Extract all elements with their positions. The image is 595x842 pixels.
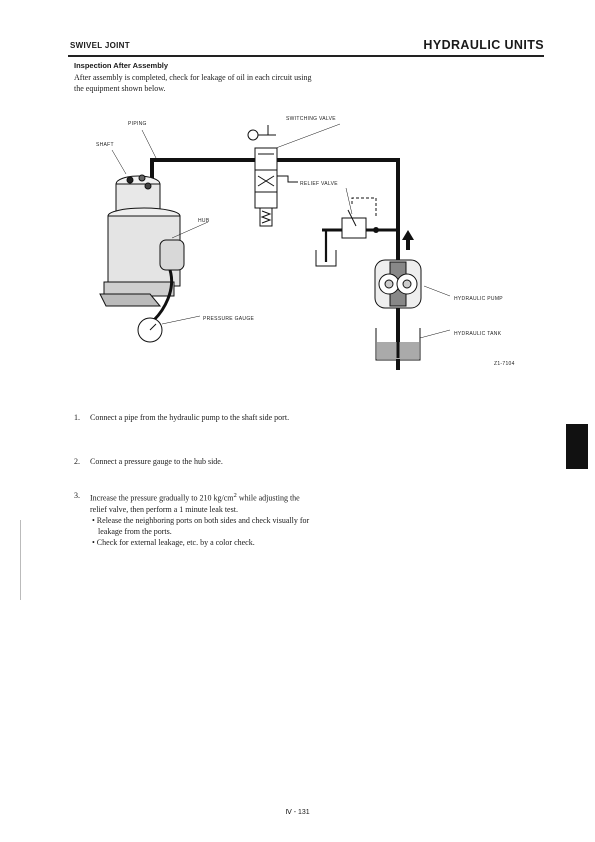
step-body: Increase the pressure gradually to 210 k… <box>90 490 312 548</box>
label-hydraulic-pump: HYDRAULIC PUMP <box>454 296 503 302</box>
hydraulic-tank <box>375 308 421 361</box>
flow-arrow-icon <box>402 230 414 250</box>
step-text-end: while adjusting the relief valve, then p… <box>90 493 300 514</box>
bullet-item: • Check for external leakage, etc. by a … <box>92 537 255 547</box>
label-pressure-gauge: PRESSURE GAUGE <box>203 316 255 322</box>
label-shaft: SHAFT <box>96 142 114 148</box>
leader-lines <box>111 123 451 339</box>
relief-valve <box>341 197 379 239</box>
drain-symbol <box>315 250 337 267</box>
step-number: 1. <box>74 413 80 422</box>
step-number: 3. <box>74 491 80 500</box>
page-number: Ⅳ - 131 <box>285 809 310 816</box>
leak-test-diagram: PIPING SHAFT SWITCHING VALVE RELIEF VALV… <box>96 116 515 370</box>
section-label: SWIVEL JOINT <box>70 41 130 50</box>
chapter-title: HYDRAULIC UNITS <box>423 38 544 52</box>
margin-line <box>20 520 21 600</box>
label-hub: HUB <box>198 218 210 224</box>
bullet-item: • Release the neighboring ports on both … <box>92 515 310 536</box>
label-figure-id: Z1-7104 <box>494 361 515 367</box>
intro-paragraph: After assembly is completed, check for l… <box>74 73 312 93</box>
hydraulic-pump <box>374 259 422 309</box>
step-text-start: Increase the pressure gradually to 210 k… <box>90 493 234 503</box>
step-number: 2. <box>74 457 80 466</box>
page-header: SWIVEL JOINT HYDRAULIC UNITS <box>68 38 544 56</box>
swivel-joint <box>99 174 185 307</box>
label-switching-valve: SWITCHING VALVE <box>286 116 336 122</box>
relief-return <box>324 228 330 262</box>
step-text: Connect a pressure gauge to the hub side… <box>90 457 223 466</box>
label-piping: PIPING <box>128 121 147 127</box>
unit-superscript: 2 <box>233 492 237 499</box>
pressure-gauge <box>137 269 173 343</box>
label-relief-valve: RELIEF VALVE <box>300 181 338 187</box>
switching-valve <box>247 125 298 227</box>
header-rule <box>68 55 544 57</box>
section-thumb-tab <box>566 424 588 469</box>
step-text: Connect a pipe from the hydraulic pump t… <box>90 413 290 422</box>
section-title: Inspection After Assembly <box>74 61 169 70</box>
step-text: Increase the pressure gradually to 210 k… <box>90 490 312 515</box>
label-hydraulic-tank: HYDRAULIC TANK <box>454 331 502 337</box>
